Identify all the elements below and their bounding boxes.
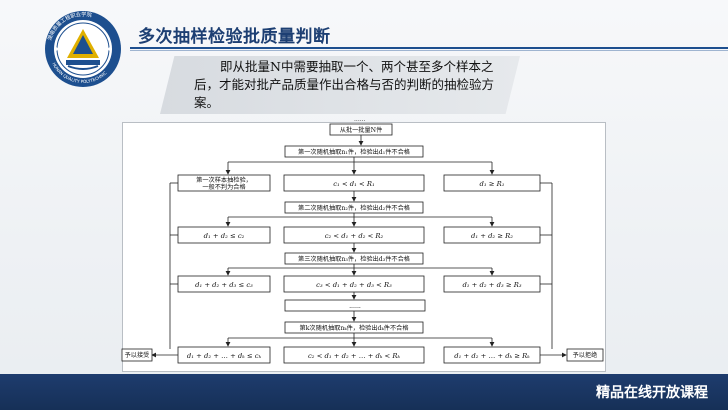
intro-box xyxy=(160,56,520,114)
footer-text: 精品在线开放课程 xyxy=(596,385,708,401)
a2-text: d₁ + d₂ ≤ c₂ xyxy=(204,232,245,240)
dots-marker: ...... xyxy=(354,116,366,123)
ck-text: c₂ < d₁ + d₂ + … + dₖ < Rₖ xyxy=(308,352,401,360)
stepk-text: 第k次随机抽取nₖ件，检验出dₖ件不合格 xyxy=(299,324,409,332)
ellipsis-box xyxy=(284,299,426,312)
c2-text: c₂ < d₁ + d₂ < R₂ xyxy=(325,232,384,240)
accept-text: 予以接受 xyxy=(125,351,150,359)
slide-title: 多次抽样检验批质量判断 xyxy=(138,27,331,47)
r1-text: d₁ ≥ R₁ xyxy=(480,180,505,188)
step3-text: 第三次随机抽取n₃件，检验出d₃件不合格 xyxy=(298,255,411,263)
ak-text: d₁ + d₂ + … + dₖ ≤ cₖ xyxy=(187,352,262,360)
r3-text: d₁ + d₂ + d₃ ≥ R₃ xyxy=(462,281,521,289)
note-text-2: 一般不判为合格 xyxy=(202,183,246,191)
title-underline-thin xyxy=(130,50,728,51)
note-text-1: 第一次样本抽检验， xyxy=(196,176,252,184)
c3-text: c₃ < d₁ + d₂ + d₃ < R₃ xyxy=(316,281,392,289)
step1-text: 第一次随机抽取n₁件，检验出d₁件不合格 xyxy=(298,148,411,156)
r2-text: d₁ + d₂ ≥ R₂ xyxy=(471,232,513,240)
school-logo: 湖南质量工程职业学院 HUNAN QUALITY POLYTECHNIC xyxy=(45,10,121,87)
title-underline xyxy=(130,47,728,49)
ck-box xyxy=(283,346,425,364)
reject-text: 予以拒绝 xyxy=(573,351,598,359)
ellipsis-text: ...... xyxy=(349,303,361,310)
c1-text: c₁ < d₁ < R₁ xyxy=(333,180,374,188)
accept-box xyxy=(121,348,153,362)
intro-text: 即从批量N中需要抽取一个、两个甚至多个样本之后，才能对批产品质量作出合格与否的判… xyxy=(194,59,495,110)
step2-text: 第二次随机抽取n₂件，检验出d₂件不合格 xyxy=(298,204,411,212)
reject-box xyxy=(566,348,604,362)
rk-text: d₁ + d₂ + … + dₖ ≥ Rₖ xyxy=(454,352,530,360)
a3-text: d₁ + d₂ + d₃ ≤ c₃ xyxy=(195,281,253,289)
footer-bar xyxy=(0,374,728,410)
start-text: 从批一批量N件 xyxy=(340,126,383,134)
